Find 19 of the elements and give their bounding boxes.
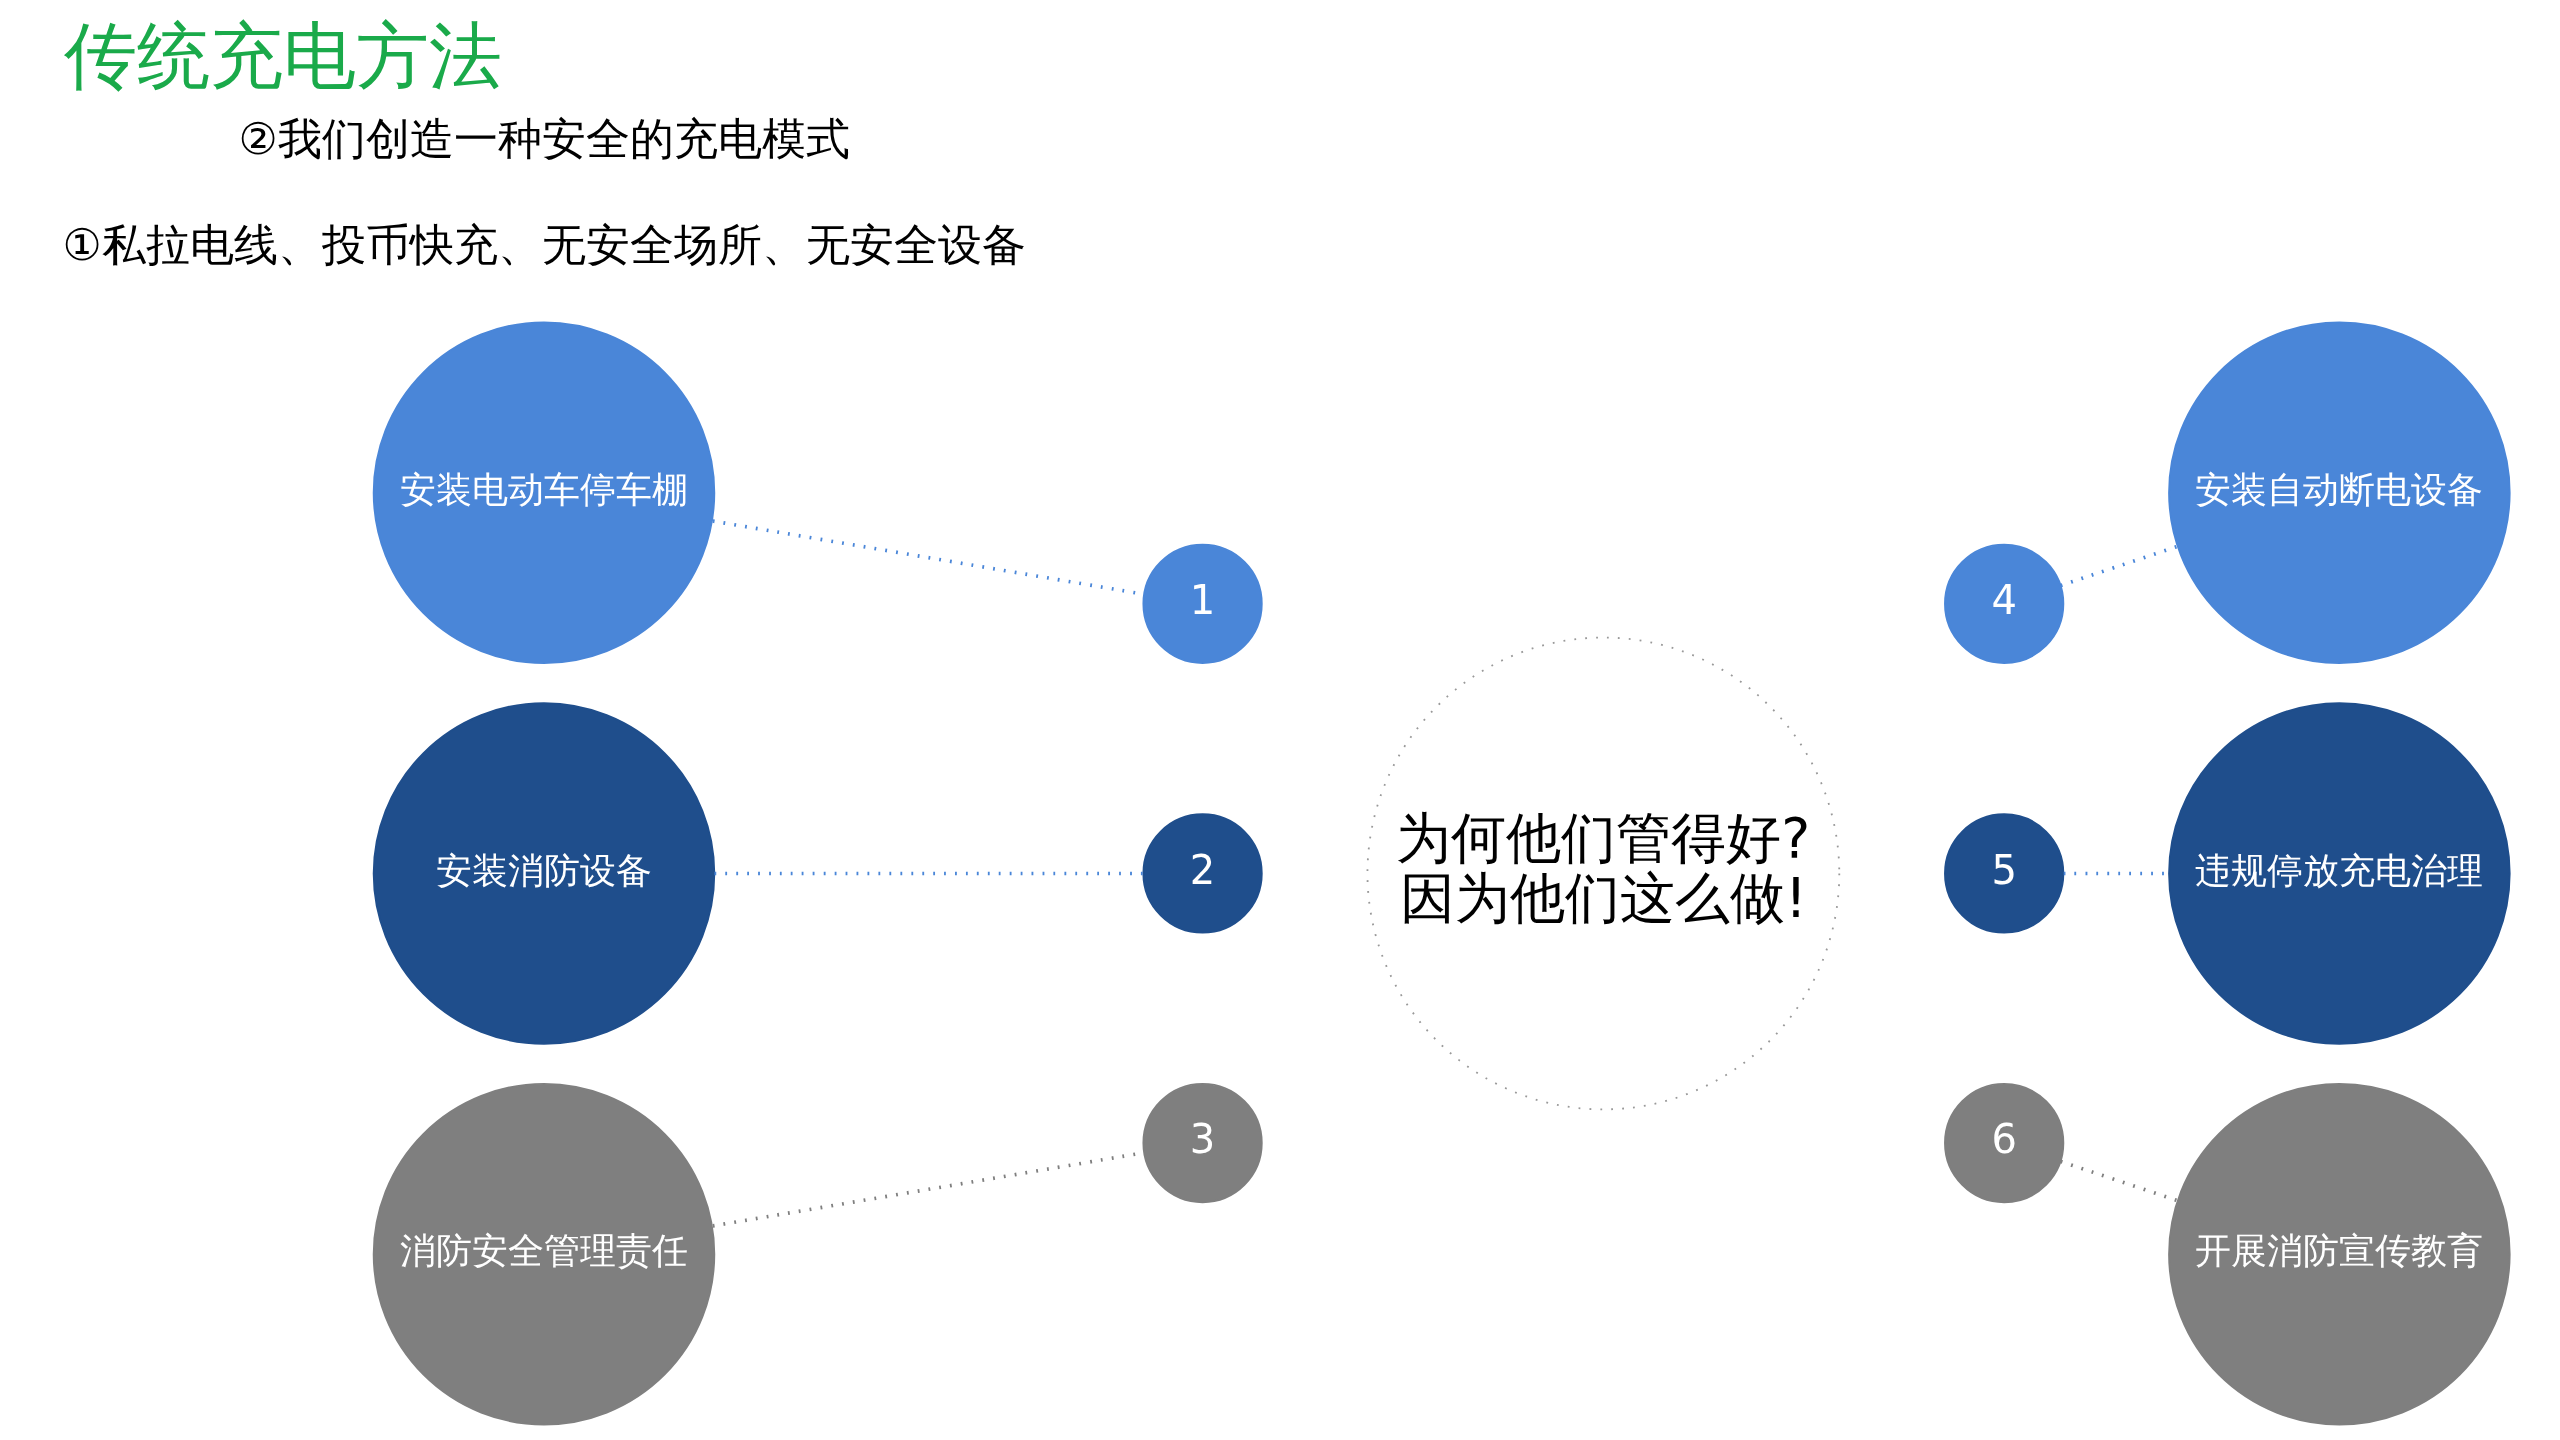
node-circle: 3 xyxy=(1142,1083,1263,1204)
label: ①私拉电线、投币快充、无安全场所、无安全设备 xyxy=(62,218,1026,270)
node-circle: 1 xyxy=(1142,543,1263,664)
node-circle: 5 xyxy=(1944,813,2065,934)
node-circle: 为何他们管得好? 因为他们这么做! xyxy=(1366,636,1841,1111)
node-circle: 违规停放充电治理 xyxy=(2168,702,2511,1045)
node-circle: 开展消防宣传教育 xyxy=(2168,1083,2511,1426)
connector xyxy=(2060,544,2179,588)
label: ②我们创造一种安全的充电模式 xyxy=(238,113,850,165)
connector xyxy=(714,871,1144,876)
node-circle: 安装电动车停车棚 xyxy=(372,321,716,664)
connector xyxy=(2060,1159,2179,1203)
node-circle: 6 xyxy=(1944,1083,2065,1204)
node-circle: 2 xyxy=(1142,813,1263,934)
node-circle: 4 xyxy=(1944,543,2065,664)
node-circle: 安装自动断电设备 xyxy=(2168,321,2511,664)
diagram-title: 传统充电方法 xyxy=(63,13,502,98)
node-circle: 消防安全管理责任 xyxy=(372,1083,716,1426)
node-circle: 安装消防设备 xyxy=(372,702,716,1045)
